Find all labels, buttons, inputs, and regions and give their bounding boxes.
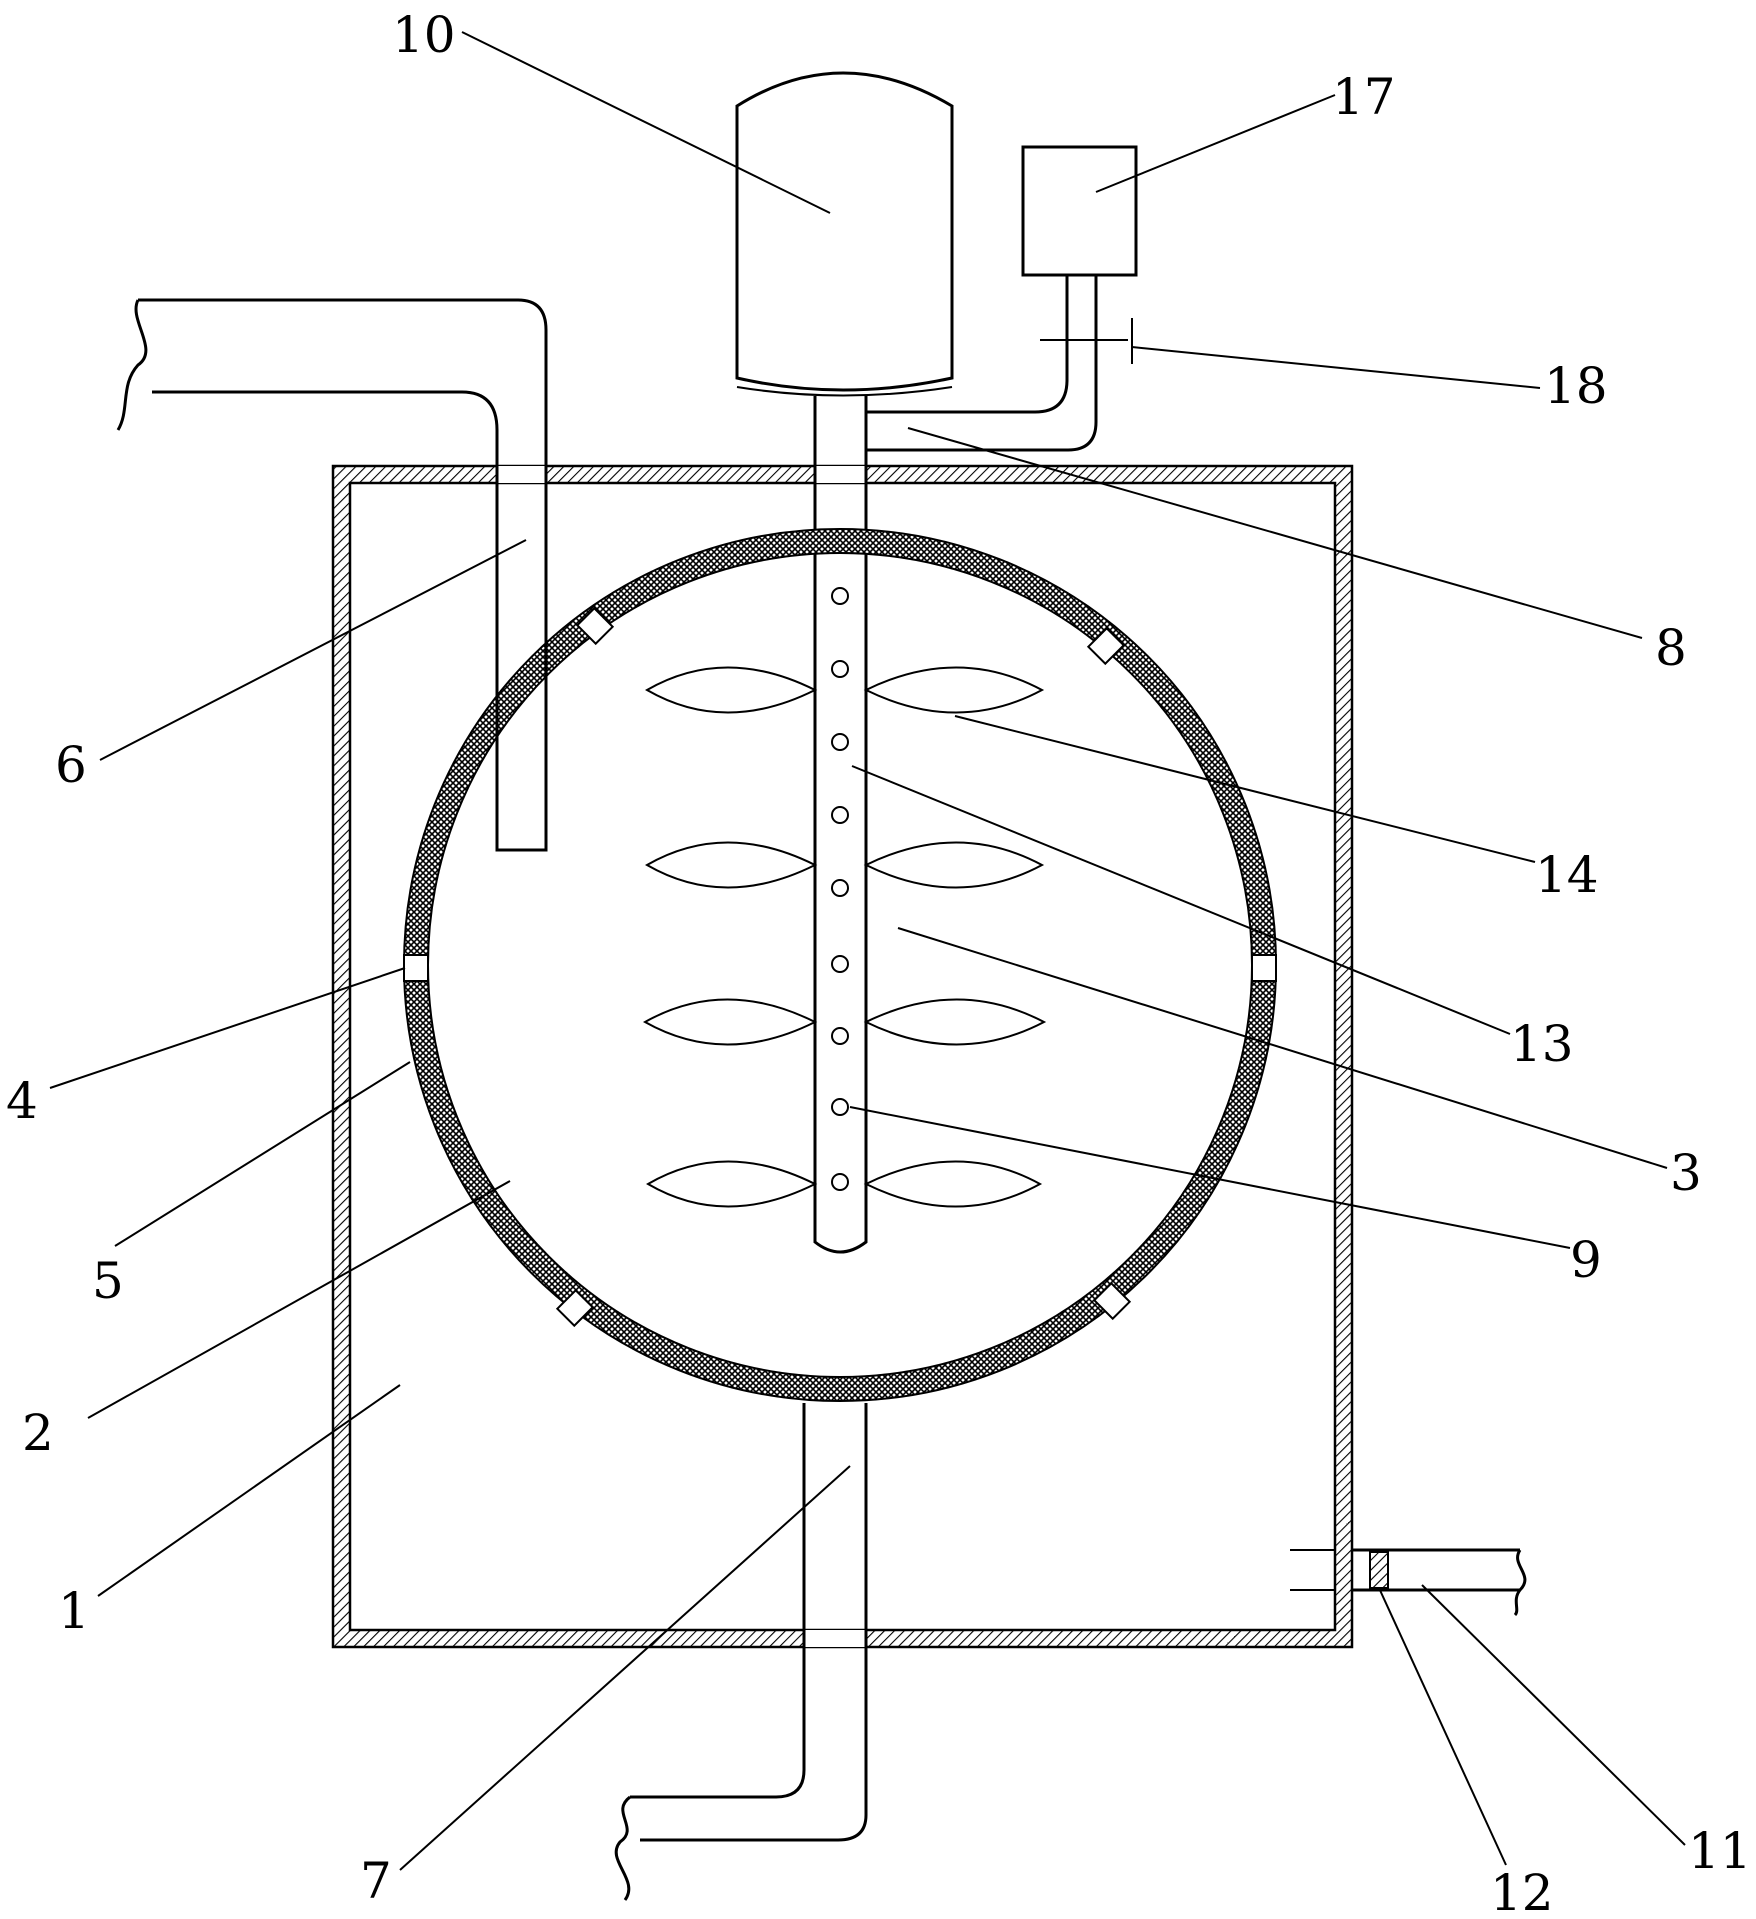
- drain-pipe: [1290, 1548, 1527, 1617]
- label-6: 6: [55, 736, 87, 794]
- control-box: [1021, 145, 1138, 277]
- motor-base-line: [736, 386, 953, 397]
- outer-tank-wall: [331, 464, 1354, 1649]
- shaft-holes: [831, 587, 849, 1191]
- label-5: 5: [92, 1252, 124, 1310]
- label-14: 14: [1535, 846, 1599, 904]
- label-18: 18: [1544, 357, 1608, 415]
- label-10: 10: [392, 6, 456, 64]
- label-7: 7: [360, 1852, 392, 1910]
- label-4: 4: [6, 1072, 38, 1130]
- label-12: 12: [1490, 1864, 1554, 1919]
- label-1: 1: [58, 1582, 90, 1640]
- label-17: 17: [1332, 68, 1396, 126]
- label-11: 11: [1688, 1822, 1752, 1880]
- motor: [735, 71, 954, 392]
- reference-numerals: 10 17 18 8 6 14 13 3 4 9 5 2 1 7 12 11: [6, 6, 1752, 1919]
- label-9: 9: [1570, 1231, 1602, 1289]
- drain-valve: [1369, 1551, 1389, 1589]
- drive-shaft: [813, 396, 868, 1254]
- label-8: 8: [1655, 619, 1687, 677]
- vessel-windows: [403, 606, 1277, 1328]
- stirring-blades: [642, 666, 1047, 1208]
- control-line: [864, 275, 1133, 466]
- label-3: 3: [1670, 1144, 1702, 1202]
- inner-vessel: [403, 528, 1277, 1402]
- inlet-pipe: [116, 298, 548, 852]
- label-2: 2: [22, 1404, 54, 1462]
- label-13: 13: [1510, 1015, 1574, 1073]
- leader-lines: [49, 31, 1686, 1871]
- outlet-pipe: [614, 1403, 868, 1901]
